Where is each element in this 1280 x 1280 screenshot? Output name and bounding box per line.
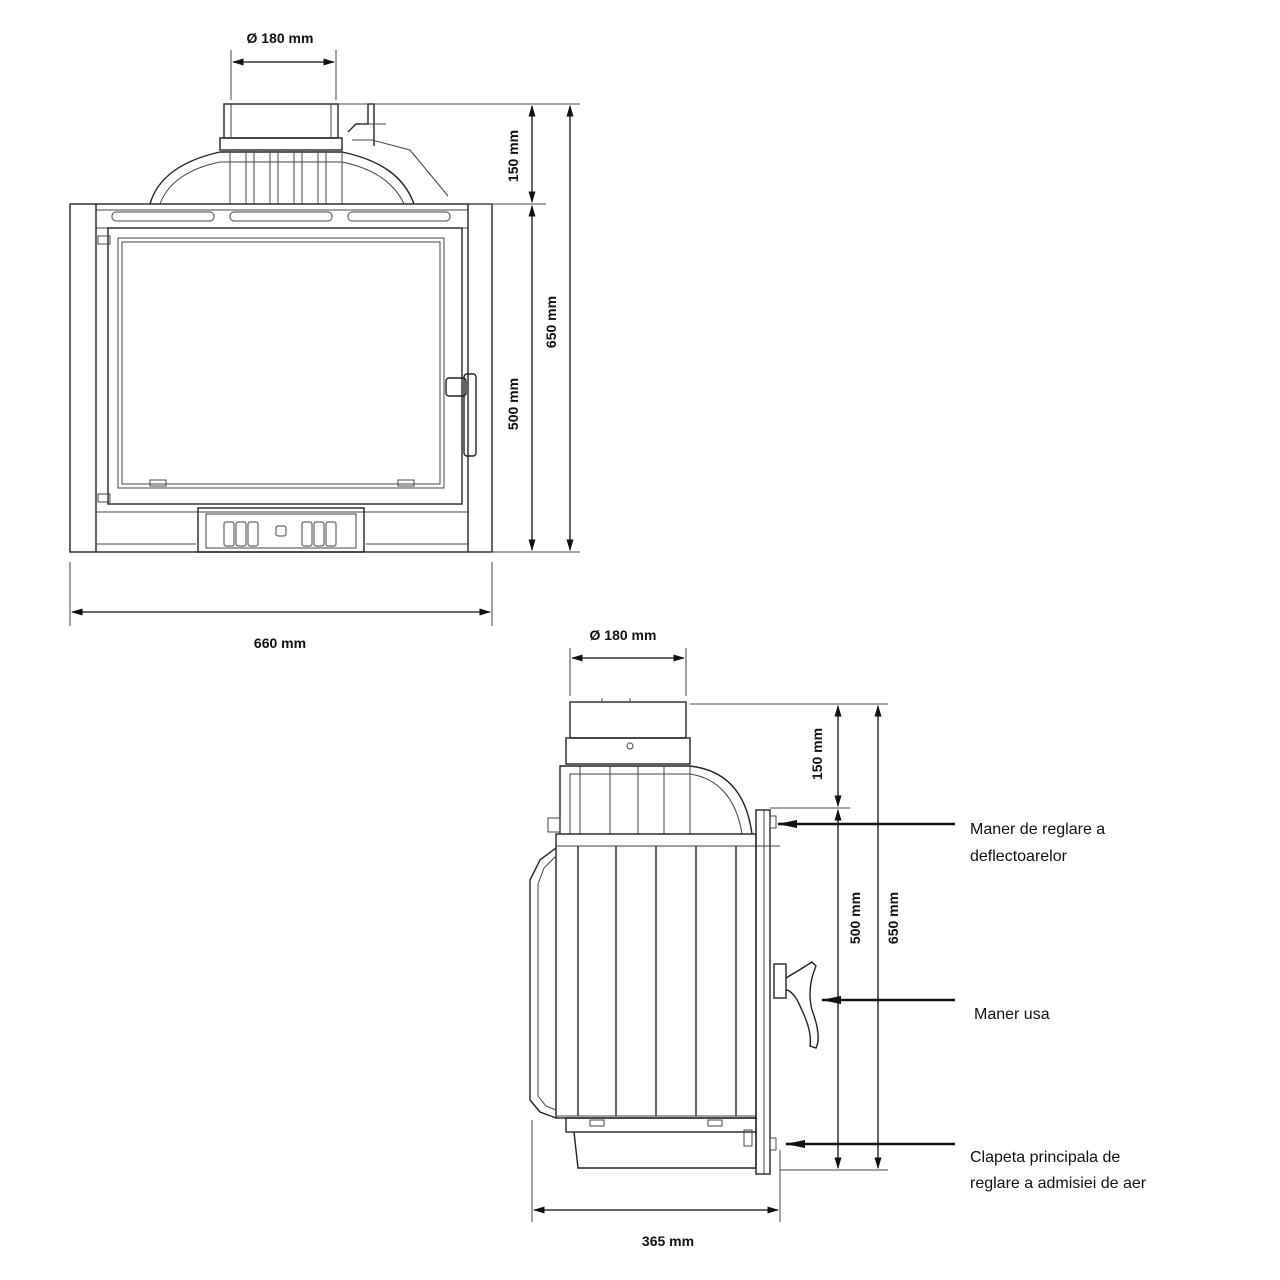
callout-deflector-line-2: deflectoarelor	[970, 848, 1068, 865]
callout-deflector-line-1: Maner de reglare a	[970, 821, 1105, 838]
side-main-body	[529, 833, 757, 1119]
side-top-body	[547, 765, 753, 835]
front-width-label: 660 mm	[254, 635, 306, 651]
front-body-height-label: 500 mm	[505, 378, 521, 430]
front-total-height-label: 650 mm	[543, 296, 559, 348]
side-collar-height-label: 150 mm	[809, 728, 825, 780]
callout-door-handle: Maner usa	[821, 996, 1050, 1023]
front-dim-width: 660 mm	[69, 562, 493, 651]
side-depth-label: 365 mm	[642, 1233, 694, 1249]
front-door	[97, 227, 463, 505]
front-dim-body-height: 500 mm	[492, 204, 580, 553]
front-dim-total-height: 650 mm	[543, 104, 574, 552]
side-view: Ø 180 mm 150 mm 500 mm 650 mm 365 mm	[529, 627, 1147, 1249]
side-dim-total-height: 650 mm	[874, 704, 901, 1170]
front-ashpan	[96, 507, 468, 553]
front-dim-collar-height: 150 mm	[338, 103, 580, 205]
side-door-handle	[773, 961, 819, 1049]
callout-air-damper-line-2: reglare a admisiei de aer	[970, 1175, 1147, 1192]
side-dim-flue-diameter: Ø 180 mm	[569, 627, 687, 696]
side-front-plate	[755, 809, 780, 1175]
front-dome	[149, 150, 415, 205]
callout-deflector-handle: Maner de reglare a deflectoarelor	[777, 820, 1105, 865]
side-ashpan	[565, 1117, 757, 1169]
side-dim-body-height: 500 mm	[780, 808, 888, 1171]
front-flue-lever	[347, 103, 449, 197]
callout-door-handle-line-1: Maner usa	[974, 1006, 1050, 1023]
side-dim-depth: 365 mm	[531, 1120, 781, 1249]
side-total-height-label: 650 mm	[885, 892, 901, 944]
front-collar-height-label: 150 mm	[505, 130, 521, 182]
front-dim-flue-diameter: Ø 180 mm	[230, 30, 337, 100]
side-flue-collar	[565, 698, 691, 765]
side-dim-collar-height: 150 mm	[690, 703, 888, 809]
callout-air-damper: Clapeta principala de reglare a admisiei…	[785, 1140, 1147, 1192]
callout-air-damper-line-1: Clapeta principala de	[970, 1149, 1120, 1166]
front-flue-collar	[219, 103, 343, 151]
front-frame	[69, 203, 493, 553]
front-flue-diameter-label: Ø 180 mm	[247, 30, 314, 46]
front-view: Ø 180 mm 150 mm 500 mm 650 mm 660 mm	[69, 30, 580, 651]
side-flue-diameter-label: Ø 180 mm	[590, 627, 657, 643]
side-body-height-label: 500 mm	[847, 892, 863, 944]
front-door-handle	[445, 373, 477, 457]
